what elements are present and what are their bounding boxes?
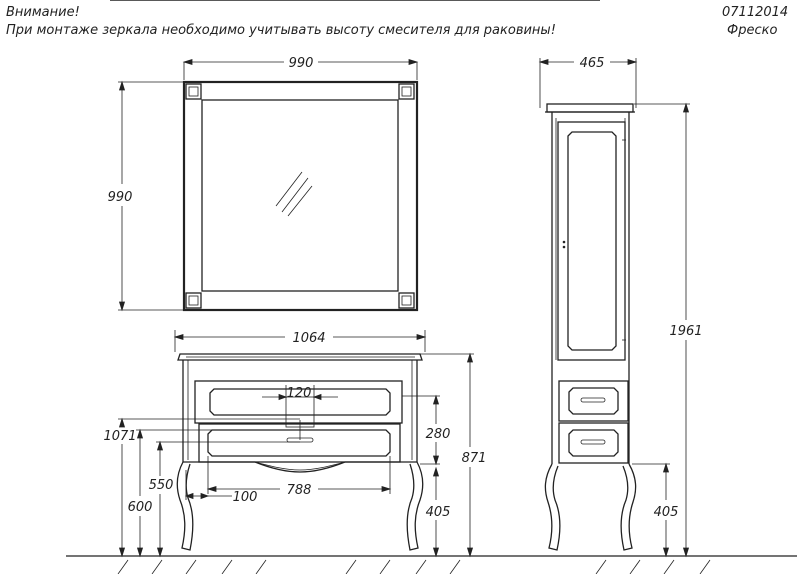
column-leg-dimension bbox=[632, 462, 670, 558]
tall-column-cabinet bbox=[544, 103, 637, 551]
offset-dimension bbox=[184, 470, 232, 500]
mirror-height-dimension bbox=[118, 80, 184, 312]
vanity-height-dimension bbox=[420, 352, 474, 558]
collection-name: Фреско bbox=[727, 23, 778, 38]
column-height-dimension bbox=[634, 102, 690, 558]
warning-text: При монтаже зеркала необходимо учитывать… bbox=[6, 23, 556, 38]
column-width-label: 465 bbox=[580, 56, 605, 71]
height-600-dimension bbox=[136, 428, 290, 558]
mirror-width-dimension bbox=[182, 58, 419, 80]
inner-width-label: 788 bbox=[287, 483, 312, 498]
mirror-width-label: 990 bbox=[289, 56, 314, 71]
drawer-height-dimension bbox=[402, 394, 440, 466]
height-1071-label: 1071 bbox=[103, 429, 136, 444]
height-1071-dimension bbox=[118, 417, 300, 558]
mixer-gap-dimension bbox=[262, 385, 338, 401]
vanity-leg-dimension bbox=[432, 466, 440, 558]
drawer-height-label: 280 bbox=[426, 427, 451, 442]
inner-width-dimension bbox=[206, 456, 392, 494]
mirror-height-label: 990 bbox=[108, 190, 133, 205]
floor bbox=[66, 555, 797, 574]
offset-label: 100 bbox=[233, 490, 258, 505]
vanity-height-label: 871 bbox=[462, 451, 487, 466]
mirror bbox=[182, 80, 419, 312]
document-code: 07112014 bbox=[722, 5, 789, 20]
column-width-dimension bbox=[538, 58, 638, 108]
column-leg-label: 405 bbox=[654, 505, 679, 520]
height-600-label: 600 bbox=[128, 500, 153, 515]
vanity-width-dimension bbox=[173, 330, 427, 352]
vanity-cabinet bbox=[176, 353, 424, 551]
glass-reflection-icon bbox=[275, 171, 313, 217]
vanity-leg-label: 405 bbox=[426, 505, 451, 520]
height-550-label: 550 bbox=[149, 478, 174, 493]
height-550-dimension bbox=[156, 440, 300, 558]
warning-title: Внимание! bbox=[6, 5, 80, 20]
vanity-width-label: 1064 bbox=[292, 331, 325, 346]
mixer-gap-label: 120 bbox=[287, 386, 312, 401]
column-height-label: 1961 bbox=[669, 324, 702, 339]
door-knob bbox=[562, 240, 566, 244]
